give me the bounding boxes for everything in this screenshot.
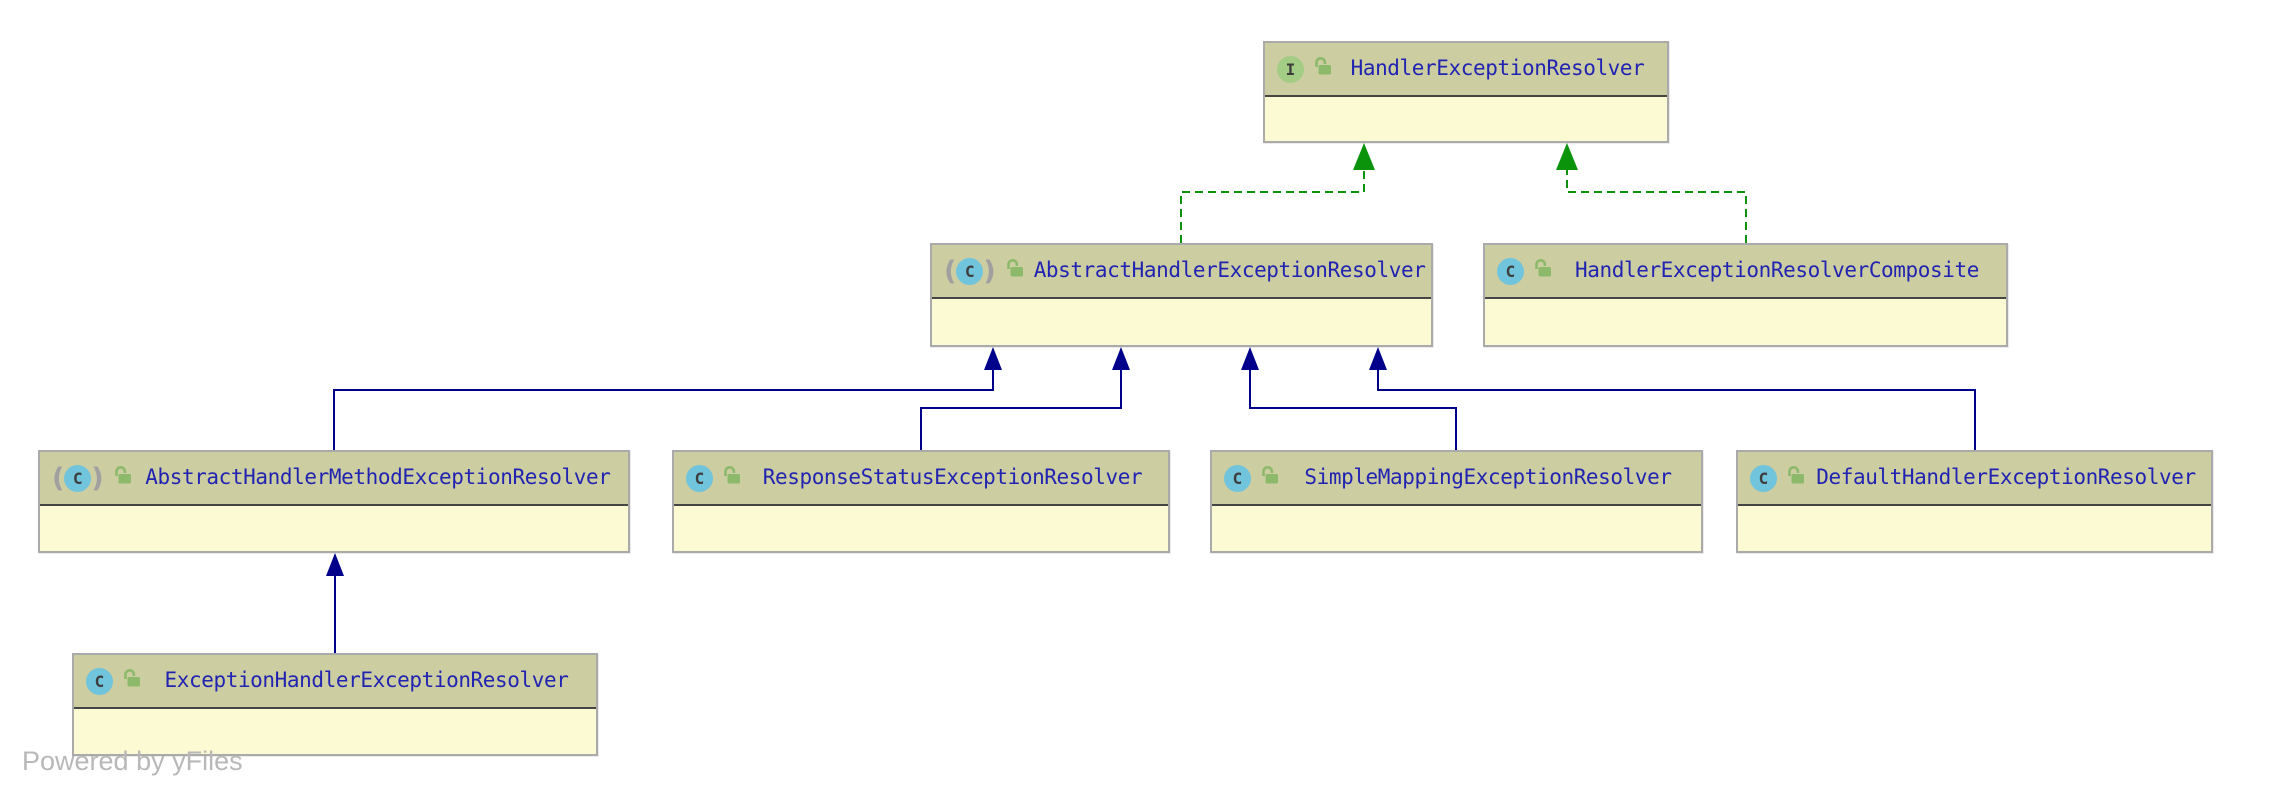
uml-node-handler-exception-resolver[interactable]: I HandlerExceptionResolver bbox=[1263, 41, 1669, 143]
class-icon: C bbox=[686, 464, 713, 492]
class-members-compartment bbox=[674, 506, 1168, 551]
class-header: I HandlerExceptionResolver bbox=[1265, 43, 1667, 97]
public-open-lock-icon bbox=[121, 667, 143, 689]
class-header: C DefaultHandlerExceptionResolver bbox=[1738, 452, 2211, 506]
public-open-lock-icon bbox=[1259, 464, 1281, 486]
uml-node-exception-handler-exception-resolver[interactable]: C ExceptionHandlerExceptionResolver bbox=[72, 653, 598, 756]
class-header: C SimpleMappingExceptionResolver bbox=[1212, 452, 1701, 506]
interface-icon: I bbox=[1277, 55, 1304, 83]
class-icon: C bbox=[1224, 464, 1251, 492]
abstract-class-icon: (C) bbox=[52, 462, 104, 494]
class-icon: C bbox=[1750, 464, 1777, 492]
public-open-lock-icon bbox=[112, 464, 134, 486]
uml-node-default-handler-exception-resolver[interactable]: C DefaultHandlerExceptionResolver bbox=[1736, 450, 2213, 553]
yfiles-watermark: Powered by yFiles bbox=[22, 746, 243, 776]
class-header: C HandlerExceptionResolverComposite bbox=[1485, 245, 2006, 299]
public-open-lock-icon bbox=[1785, 464, 1807, 486]
class-header: C ResponseStatusExceptionResolver bbox=[674, 452, 1168, 506]
uml-node-simple-mapping-exception-resolver[interactable]: C SimpleMappingExceptionResolver bbox=[1210, 450, 1703, 553]
public-open-lock-icon bbox=[721, 464, 743, 486]
public-open-lock-icon bbox=[1532, 257, 1554, 279]
uml-node-abstract-handler-exception-resolver[interactable]: (C) AbstractHandlerExceptionResolver bbox=[930, 243, 1433, 347]
class-icon: C bbox=[1497, 257, 1524, 285]
public-open-lock-icon bbox=[1004, 257, 1026, 279]
public-open-lock-icon bbox=[1312, 55, 1334, 77]
class-members-compartment bbox=[932, 299, 1431, 345]
class-members-compartment bbox=[1485, 299, 2006, 345]
uml-node-response-status-exception-resolver[interactable]: C ResponseStatusExceptionResolver bbox=[672, 450, 1170, 553]
class-members-compartment bbox=[1212, 506, 1701, 551]
class-members-compartment bbox=[1738, 506, 2211, 551]
class-name-label: ResponseStatusExceptionResolver bbox=[762, 465, 1143, 489]
class-name-label: AbstractHandlerExceptionResolver bbox=[1033, 258, 1426, 282]
uml-node-handler-exception-resolver-composite[interactable]: C HandlerExceptionResolverComposite bbox=[1483, 243, 2008, 347]
class-icon: C bbox=[86, 667, 113, 695]
class-members-compartment bbox=[1265, 97, 1667, 141]
class-name-label: HandlerExceptionResolverComposite bbox=[1574, 258, 1980, 282]
class-header: (C) AbstractHandlerExceptionResolver bbox=[932, 245, 1431, 299]
class-members-compartment bbox=[40, 506, 628, 551]
class-name-label: DefaultHandlerExceptionResolver bbox=[1816, 465, 2196, 489]
class-name-label: AbstractHandlerMethodExceptionResolver bbox=[145, 465, 611, 489]
abstract-class-icon: (C) bbox=[944, 255, 996, 287]
class-header: C ExceptionHandlerExceptionResolver bbox=[74, 655, 596, 709]
class-name-label: ExceptionHandlerExceptionResolver bbox=[164, 668, 569, 692]
class-name-label: HandlerExceptionResolver bbox=[1350, 56, 1645, 80]
class-header: (C) AbstractHandlerMethodExceptionResolv… bbox=[40, 452, 628, 506]
class-name-label: SimpleMappingExceptionResolver bbox=[1304, 465, 1672, 489]
uml-node-abstract-handler-method-exception-resolver[interactable]: (C) AbstractHandlerMethodExceptionResolv… bbox=[38, 450, 630, 553]
class-members-compartment bbox=[74, 709, 596, 754]
